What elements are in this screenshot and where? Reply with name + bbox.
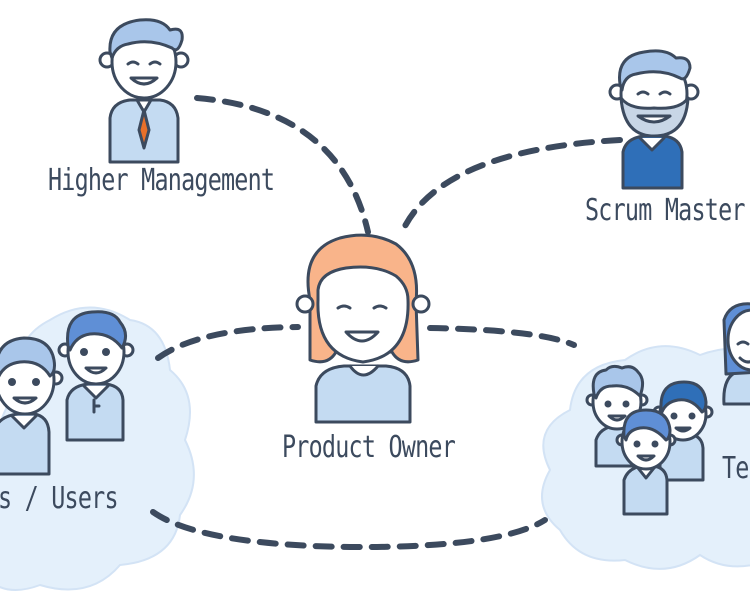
users-figure-back — [57, 310, 135, 442]
customers-users-label: s / Users — [0, 481, 119, 516]
link-team-po — [427, 325, 577, 348]
scrum-master-figure — [608, 49, 700, 190]
team-label: Tea — [722, 451, 750, 486]
link-management-po — [194, 95, 371, 235]
team-member-far-right — [722, 302, 750, 406]
higher-management-label: Higher Management — [48, 163, 275, 198]
product-owner-figure — [295, 233, 431, 424]
higher-management-figure — [98, 18, 190, 164]
users-figure-front — [0, 336, 64, 476]
product-owner-label: Product Owner — [282, 430, 456, 465]
link-customers-team — [150, 509, 548, 551]
link-customers-po — [155, 324, 301, 361]
team-member-front — [615, 408, 677, 516]
link-scrummaster-po — [399, 137, 623, 235]
scrum-master-label: Scrum Master — [585, 193, 745, 228]
